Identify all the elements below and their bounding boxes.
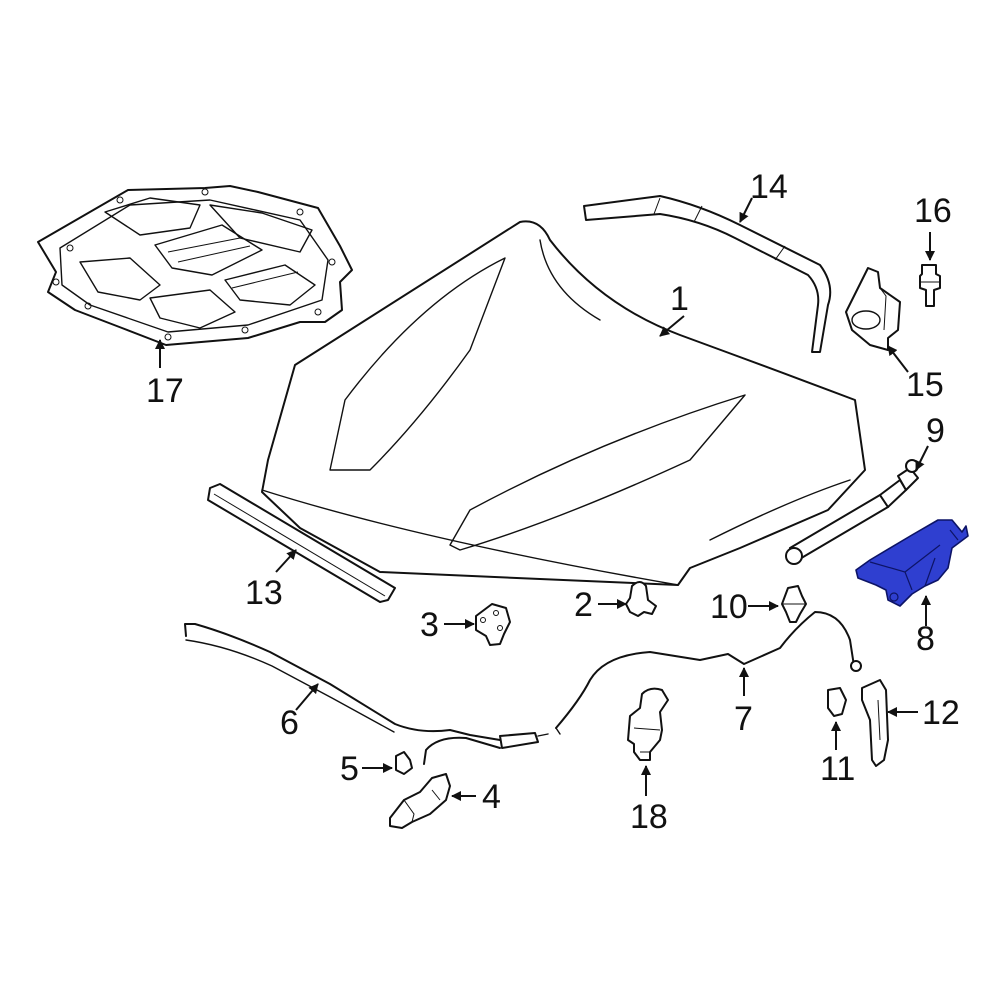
part-12-bracket[interactable]	[861, 679, 889, 767]
callout-1: 1	[670, 280, 689, 318]
part-14-hood-seal[interactable]	[583, 195, 832, 353]
callout-3: 3	[420, 606, 439, 644]
part-2-bumper-cushion[interactable]	[625, 581, 657, 617]
part-17-hood-insulator[interactable]	[37, 185, 353, 346]
callout-8: 8	[916, 620, 935, 658]
part-11-cap[interactable]	[827, 687, 847, 717]
callout-10: 10	[710, 588, 748, 626]
part-7-release-cable[interactable]	[555, 611, 862, 735]
callout-17: 17	[146, 372, 184, 410]
callout-4: 4	[482, 778, 501, 816]
part-10-fastener[interactable]	[781, 585, 807, 623]
callout-labels: 1 2 3 4 5 6 7 8 9 10 11 12 13 14 15 16 1…	[146, 168, 960, 836]
part-3-hood-bumper[interactable]	[475, 603, 511, 646]
part-6-release-cable[interactable]	[184, 623, 549, 765]
callout-12: 12	[922, 694, 960, 732]
callout-15: 15	[906, 366, 944, 404]
part-1-hood-panel[interactable]	[261, 220, 866, 586]
callout-5: 5	[340, 750, 359, 788]
part-8-hood-hinge[interactable]	[855, 519, 969, 607]
callout-14: 14	[750, 168, 788, 206]
part-18-release-handle[interactable]	[627, 687, 669, 761]
part-4-hood-latch[interactable]	[389, 773, 451, 829]
callout-2: 2	[574, 586, 593, 624]
callout-7: 7	[734, 700, 753, 738]
part-5-cable-clip[interactable]	[395, 751, 413, 775]
part-16-clip[interactable]	[919, 264, 941, 307]
callout-9: 9	[926, 412, 945, 450]
callout-11: 11	[820, 750, 855, 788]
part-13-hood-front-seal[interactable]	[207, 483, 396, 603]
part-9-hood-lift-support[interactable]	[785, 459, 919, 565]
callout-18: 18	[630, 798, 668, 836]
part-15-hood-hinge-bracket[interactable]	[845, 267, 901, 351]
callout-13: 13	[245, 574, 283, 612]
leader-lines	[155, 197, 935, 801]
callout-16: 16	[914, 192, 952, 230]
callout-6: 6	[280, 704, 299, 742]
